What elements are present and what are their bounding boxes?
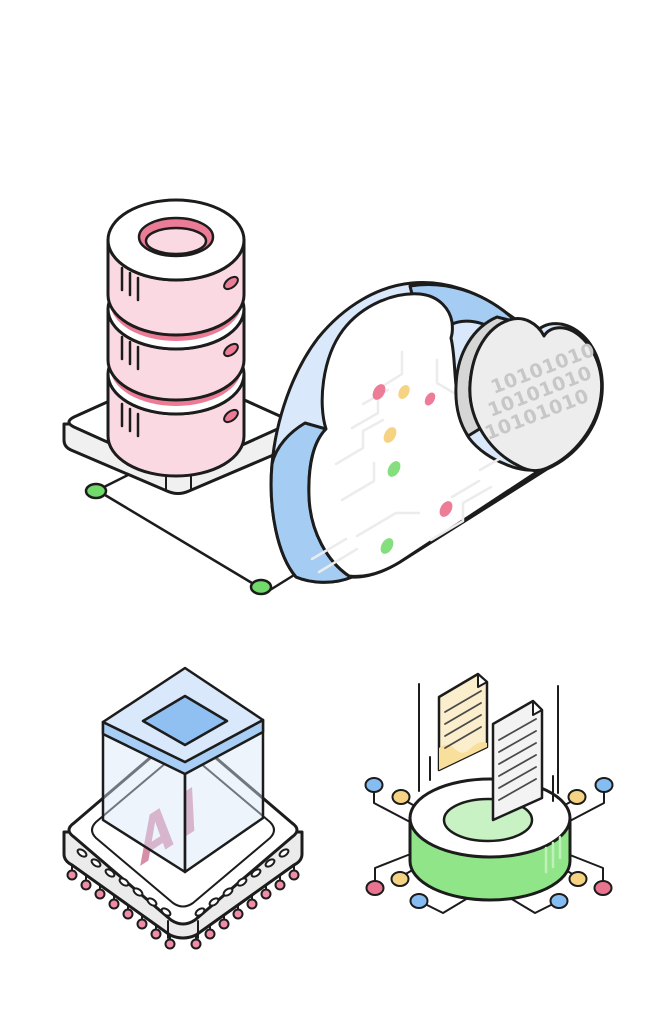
data-dot-green xyxy=(387,461,401,477)
database-indicator-lights xyxy=(223,275,239,424)
hub-node-blue xyxy=(409,893,429,909)
hub-node-yellow xyxy=(390,871,410,887)
document-text-lines xyxy=(498,718,537,801)
connector-node-left xyxy=(84,482,108,500)
hub-node-blue xyxy=(594,777,614,793)
hub-node-red xyxy=(365,880,385,896)
document-text-lines xyxy=(444,690,482,749)
illustration-cloud-database: 10101010 10101010 10101010 xyxy=(62,198,604,596)
chip-base xyxy=(62,734,304,940)
data-dot-yellow xyxy=(383,427,397,443)
hub-node-yellow xyxy=(568,871,588,887)
chip-side-holes xyxy=(76,848,290,917)
data-dots xyxy=(372,384,453,554)
illustration-data-hub xyxy=(364,672,614,914)
illustration-ai-chip: AI xyxy=(62,666,304,950)
hub-glass-cylinder xyxy=(418,683,559,802)
hub-node-red xyxy=(593,880,613,896)
hub-node-yellow xyxy=(567,789,587,805)
cloud: 10101010 10101010 10101010 xyxy=(269,281,604,584)
connector-line xyxy=(84,472,309,596)
data-dot-red xyxy=(372,384,386,400)
hub-node-yellow xyxy=(391,789,411,805)
database-vents xyxy=(120,266,140,438)
connector-node-bottom xyxy=(249,578,273,596)
cloud-front-face xyxy=(307,292,545,578)
document-yellow xyxy=(437,672,489,772)
binary-panel xyxy=(468,317,604,472)
data-dot-green xyxy=(380,538,394,554)
data-dot-red xyxy=(424,392,436,406)
hub-disk xyxy=(408,777,572,902)
data-dot-red xyxy=(439,501,453,517)
document-white xyxy=(491,699,544,822)
hub-node-blue xyxy=(549,893,569,909)
glass-cube xyxy=(101,666,265,874)
hub-node-blue xyxy=(364,777,384,793)
chip-die xyxy=(141,694,229,747)
data-dot-yellow xyxy=(398,385,410,399)
database-stack xyxy=(106,198,246,478)
